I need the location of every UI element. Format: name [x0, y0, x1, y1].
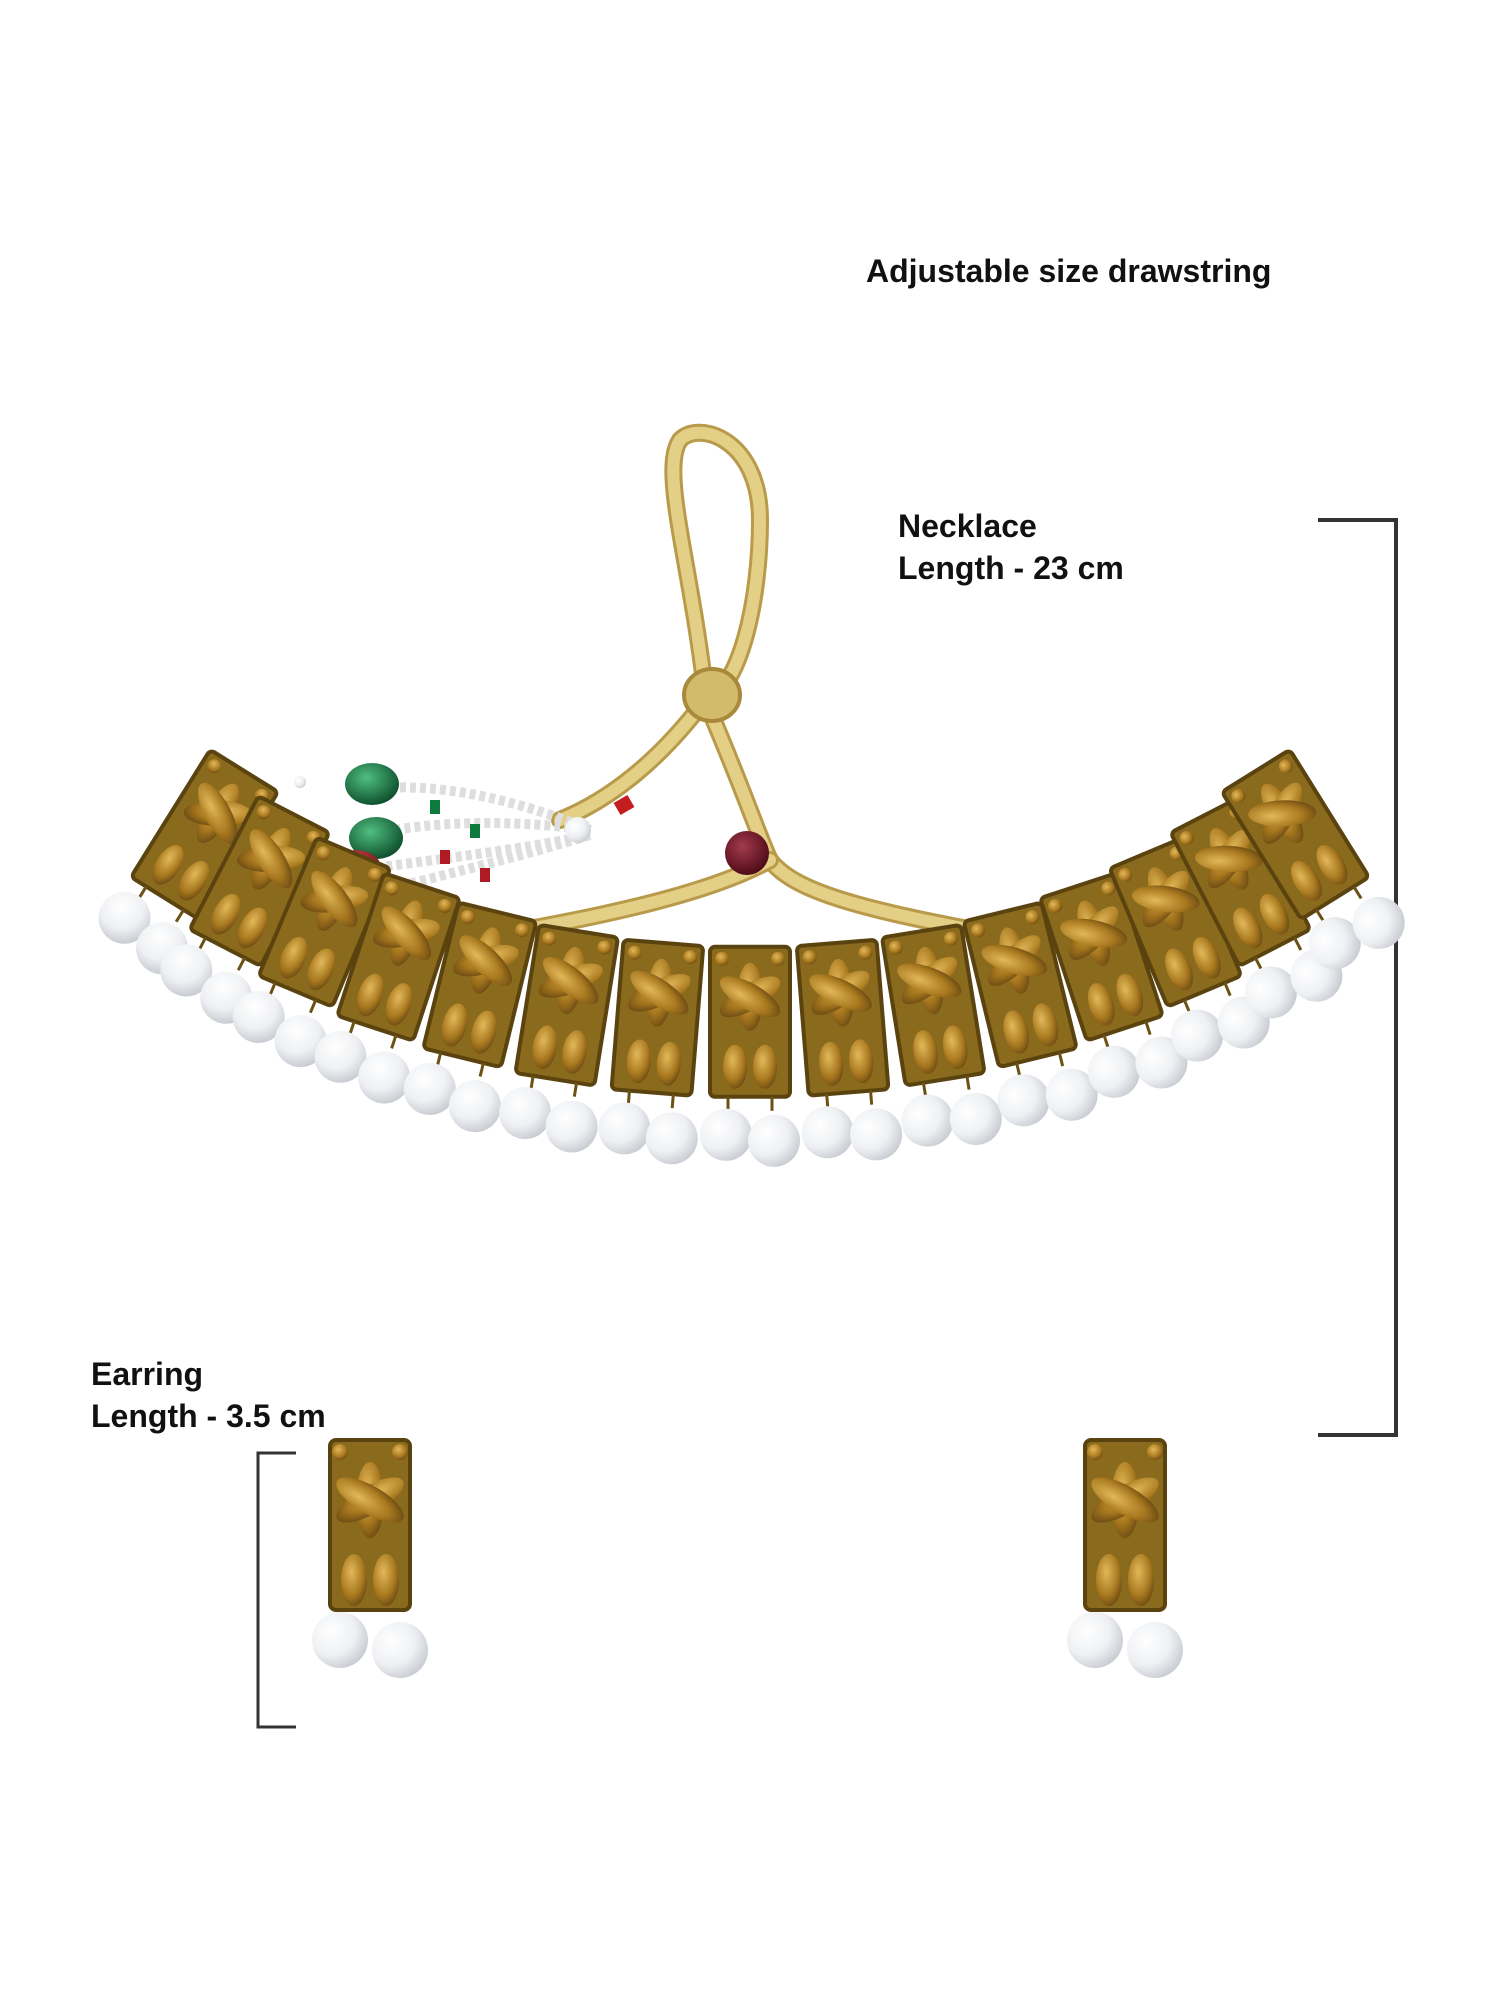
slider-bead [725, 831, 769, 875]
choker-panel [1170, 795, 1343, 1019]
earring-title: Earring [91, 1356, 204, 1392]
choker-panel [98, 749, 279, 975]
choker-panel [700, 944, 800, 1167]
earring-length-label: Earring Length - 3.5 cm [91, 1353, 326, 1437]
choker-panel [160, 795, 330, 1024]
drawstring-cord [291, 423, 1189, 974]
drawstring-label: Adjustable size drawstring [866, 250, 1271, 292]
choker-necklace [98, 749, 1405, 1167]
drawstring-text: Adjustable size drawstring [866, 253, 1272, 289]
necklace-length: Length - 23 cm [898, 550, 1124, 586]
necklace-length-label: Necklace Length - 23 cm [898, 505, 1124, 589]
necklace-title: Necklace [898, 508, 1037, 544]
choker-panel [499, 923, 620, 1153]
choker-panel [880, 923, 1002, 1147]
earring-right [1067, 1438, 1183, 1678]
earring-measure-bracket [256, 1451, 296, 1729]
choker-panel [1039, 872, 1188, 1098]
earring-length: Length - 3.5 cm [91, 1398, 326, 1434]
choker-panel [314, 872, 461, 1104]
choker-panel [962, 901, 1098, 1127]
choker-panel [1221, 749, 1405, 970]
choker-panel [598, 938, 705, 1165]
necklace-measure-bracket [1318, 518, 1398, 1437]
choker-panel [403, 901, 538, 1133]
choker-panel [232, 837, 391, 1068]
choker-panel [795, 938, 903, 1161]
earring-left [312, 1438, 428, 1678]
